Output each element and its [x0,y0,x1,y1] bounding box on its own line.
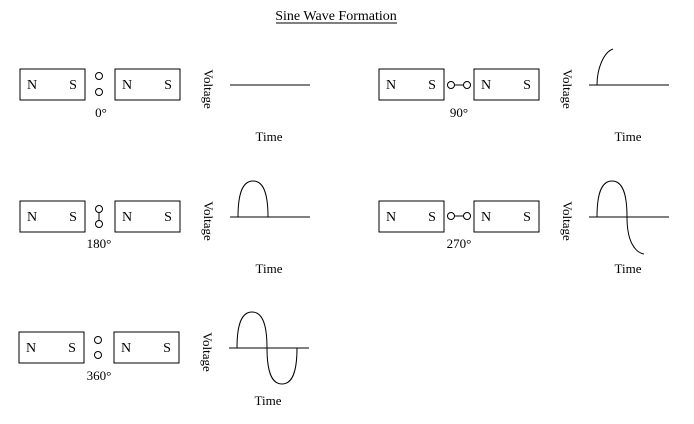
magnet-right-south-label: S [163,341,171,356]
magnet-right-body [473,68,540,101]
conductor-top [94,336,102,344]
stage-0-degrees: N S N S 0° Voltage Time [19,68,310,144]
conductor-right [463,212,471,220]
magnet-right-south-label: S [523,210,531,225]
time-axis-label: Time [615,129,642,144]
angle-label: 90° [450,105,468,120]
magnet-right-body [113,331,180,364]
magnet-right: N S [114,200,181,233]
voltage-axis-label: Voltage [560,201,575,241]
magnet-right: N S [114,68,181,101]
conductor-top [95,72,103,80]
magnet-left: N S [19,68,86,101]
magnet-left: N S [378,68,445,101]
magnet-right-south-label: S [164,210,172,225]
conductor-bottom [95,220,103,228]
magnet-left-south-label: S [428,210,436,225]
magnet-left: N S [378,200,445,233]
conductor-top [95,205,103,213]
armature-loop [447,81,471,89]
sine-wave-trace [596,48,614,86]
magnet-left-north-label: N [26,341,36,356]
time-axis-label: Time [256,129,283,144]
magnet-right-north-label: N [121,341,131,356]
magnet-left-body [378,200,445,233]
magnet-left: N S [18,331,85,364]
magnet-right: N S [473,68,540,101]
armature-loop [95,72,103,96]
magnet-left-south-label: S [69,78,77,93]
conductor-right [463,81,471,89]
magnet-right: N S [113,331,180,364]
time-axis-label: Time [255,393,282,408]
stage-180-degrees: N S N S 180° Voltage Time [19,180,310,276]
angle-label: 0° [95,105,107,120]
voltage-axis-label: Voltage [201,69,216,109]
magnet-right-south-label: S [164,78,172,93]
magnet-right-north-label: N [481,210,491,225]
sine-wave-trace [596,180,645,255]
stage-360-degrees: N S N S 360° Voltage Time [18,311,309,408]
angle-label: 270° [447,236,472,251]
magnet-right-north-label: N [481,78,491,93]
magnet-left-south-label: S [428,78,436,93]
magnet-left-body [18,331,85,364]
magnet-left: N S [19,200,86,233]
magnet-left-north-label: N [386,210,396,225]
magnet-left-body [19,200,86,233]
armature-loop [94,336,102,359]
conductor-bottom [94,351,102,359]
conductor-bottom [95,88,103,96]
magnet-right-body [114,200,181,233]
magnet-right-north-label: N [122,78,132,93]
angle-label: 180° [87,236,112,251]
voltage-axis-label: Voltage [201,201,216,241]
magnet-left-south-label: S [68,341,76,356]
diagram-title: Sine Wave Formation [275,9,397,24]
magnet-left-north-label: N [386,78,396,93]
voltage-axis-label: Voltage [560,69,575,109]
time-axis-label: Time [256,261,283,276]
magnet-left-body [378,68,445,101]
voltage-axis-label: Voltage [200,332,215,372]
stage-270-degrees: N S N S 270° Voltage Time [378,180,669,276]
sine-wave-trace [236,311,298,385]
magnet-right-north-label: N [122,210,132,225]
magnet-left-body [19,68,86,101]
magnet-right: N S [473,200,540,233]
magnet-right-south-label: S [523,78,531,93]
conductor-left [447,212,455,220]
magnet-left-north-label: N [27,78,37,93]
magnet-left-south-label: S [69,210,77,225]
angle-label: 360° [87,368,112,383]
armature-loop [95,205,103,228]
conductor-left [447,81,455,89]
time-axis-label: Time [615,261,642,276]
armature-loop [447,212,471,220]
sine-wave-trace [237,180,269,218]
stage-90-degrees: N S N S 90° Voltage Time [378,48,669,144]
magnet-left-north-label: N [27,210,37,225]
magnet-right-body [473,200,540,233]
magnet-right-body [114,68,181,101]
